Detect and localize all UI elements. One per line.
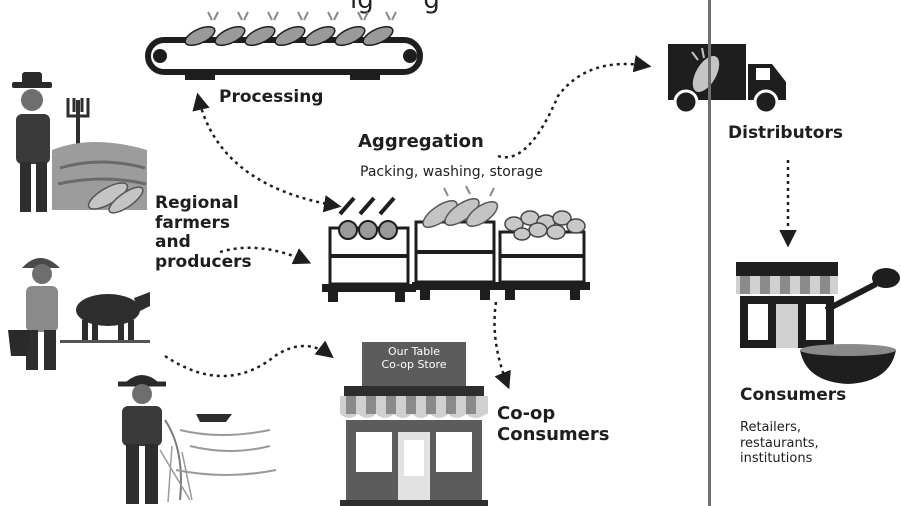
- regional-line-3: and: [155, 232, 191, 253]
- regional-farmers-label: Regional farmers and producers: [155, 193, 252, 272]
- dairy-farmer-cow-icon: [8, 258, 150, 370]
- store-sign-line-1: Our Table: [387, 345, 441, 358]
- fisherman-icon: [118, 375, 277, 504]
- aggregation-label: Aggregation: [358, 131, 484, 152]
- consumers-sublabel: Retailers, restaurants, institutions: [740, 420, 819, 467]
- farmer-pitchfork-icon: [12, 72, 147, 214]
- consumers-sub-3: institutions: [740, 451, 813, 467]
- coop-line-2: Consumers: [497, 423, 610, 445]
- distributors-label: Distributors: [728, 123, 843, 143]
- arrow-aggregation-coop: [493, 301, 511, 390]
- regional-line-2: farmers: [155, 212, 230, 233]
- consumers-sub-2: restaurants,: [740, 435, 819, 451]
- consumers-label: Consumers: [740, 385, 847, 405]
- coop-line-1: Co-op: [497, 403, 556, 424]
- store-sign-line-2: Co-op Store: [381, 358, 447, 372]
- produce-crates-icon: [322, 185, 590, 302]
- arrow-aggregation-distributors: [497, 55, 652, 159]
- arrow-farmers-aggregation: [219, 246, 312, 265]
- arrow-processing-aggregation: [192, 92, 342, 213]
- aggregation-sublabel: Packing, washing, storage: [360, 164, 543, 180]
- consumers-sub-1: Retailers,: [740, 420, 801, 435]
- regional-line-4: producers: [155, 251, 252, 272]
- delivery-truck-icon: [668, 44, 786, 115]
- coop-consumers-label: Co-op Consumers: [497, 403, 610, 445]
- section-divider: [708, 0, 711, 506]
- conveyor-belt-icon: [145, 11, 423, 80]
- processing-label: Processing: [219, 87, 324, 107]
- store-sign: Our Table Co-op Store: [362, 345, 466, 371]
- flow-arrows: [164, 55, 797, 390]
- restaurant-storefront-icon: [736, 262, 900, 384]
- arrow-farmers-store: [164, 340, 334, 378]
- regional-line-1: Regional: [155, 193, 239, 213]
- coop-store-icon: [340, 342, 488, 506]
- header-fragment: ig g: [350, 0, 440, 15]
